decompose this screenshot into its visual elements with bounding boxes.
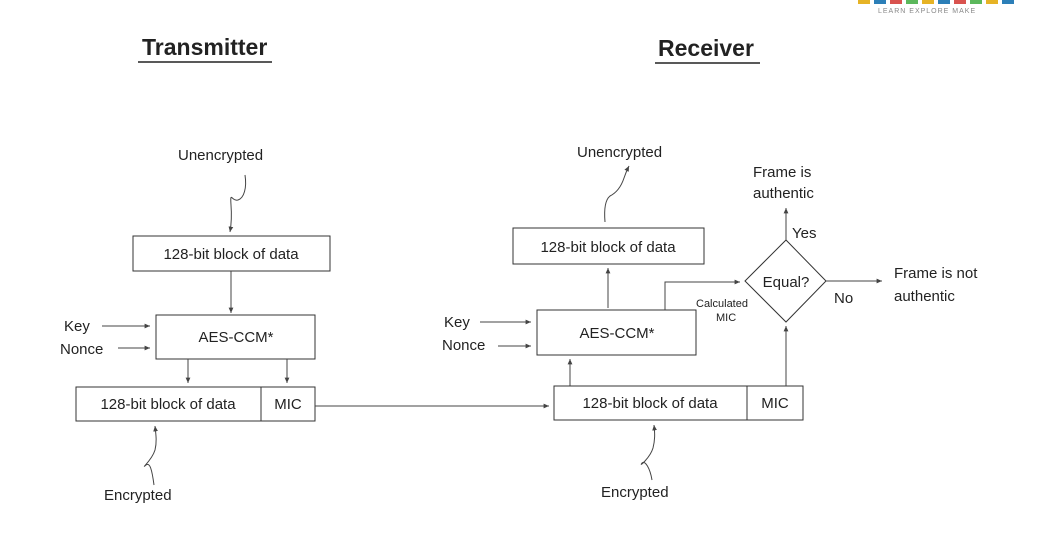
- tx-aes-label: AES-CCM*: [198, 329, 273, 346]
- logo-tagline: LEARN EXPLORE MAKE: [878, 8, 976, 15]
- rx-calculated-mic-arrow: [664, 279, 740, 310]
- rx-authentic-label-2: authentic: [753, 185, 814, 202]
- rx-encrypted-squiggle: [640, 424, 657, 481]
- tx-key-label: Key: [64, 318, 90, 335]
- rx-nonce-label: Nonce: [442, 337, 485, 354]
- tx-encrypted-squiggle: [143, 425, 158, 486]
- rx-aes-label: AES-CCM*: [579, 325, 654, 342]
- tx-mic-box: [260, 386, 316, 422]
- rx-authentic-label-1: Frame is: [753, 164, 811, 181]
- rx-equal-decision: [744, 239, 827, 323]
- rx-data-block: [512, 227, 705, 265]
- rx-input-block-label: 128-bit block of data: [582, 395, 718, 412]
- rx-unencrypted-squiggle: [604, 165, 630, 223]
- rx-not-authentic-label-1: Frame is not: [894, 265, 978, 282]
- receiver-title: Receiver: [658, 35, 754, 61]
- rx-no-label: No: [834, 290, 853, 307]
- tx-encrypted-label: Encrypted: [104, 487, 172, 504]
- tx-nonce-label: Nonce: [60, 341, 103, 358]
- transmitter-title: Transmitter: [142, 34, 267, 60]
- rx-mic-label: MIC: [761, 395, 789, 412]
- rx-equal-label: Equal?: [763, 274, 810, 291]
- tx-aes-box: [155, 314, 316, 360]
- rx-aes-box: [536, 309, 697, 356]
- tx-unencrypted-label: Unencrypted: [178, 147, 263, 164]
- rx-key-label: Key: [444, 314, 470, 331]
- tx-data-block-label: 128-bit block of data: [163, 246, 299, 263]
- rx-data-block-label: 128-bit block of data: [540, 239, 676, 256]
- rx-input-block: [553, 385, 748, 421]
- rx-unencrypted-label: Unencrypted: [577, 144, 662, 161]
- tx-mic-label: MIC: [274, 396, 302, 413]
- rx-mic-box: [746, 385, 804, 421]
- rx-yes-label: Yes: [792, 225, 816, 242]
- rx-not-authentic-label-2: authentic: [894, 288, 955, 305]
- rx-calculated-mic-label-2: MIC: [716, 312, 736, 324]
- tx-unencrypted-squiggle: [228, 174, 247, 233]
- rx-encrypted-label: Encrypted: [601, 484, 669, 501]
- rx-calculated-mic-label-1: Calculated: [696, 298, 748, 310]
- tx-output-block-label: 128-bit block of data: [100, 396, 236, 413]
- logo: LEARN EXPLORE MAKE: [858, 0, 1014, 15]
